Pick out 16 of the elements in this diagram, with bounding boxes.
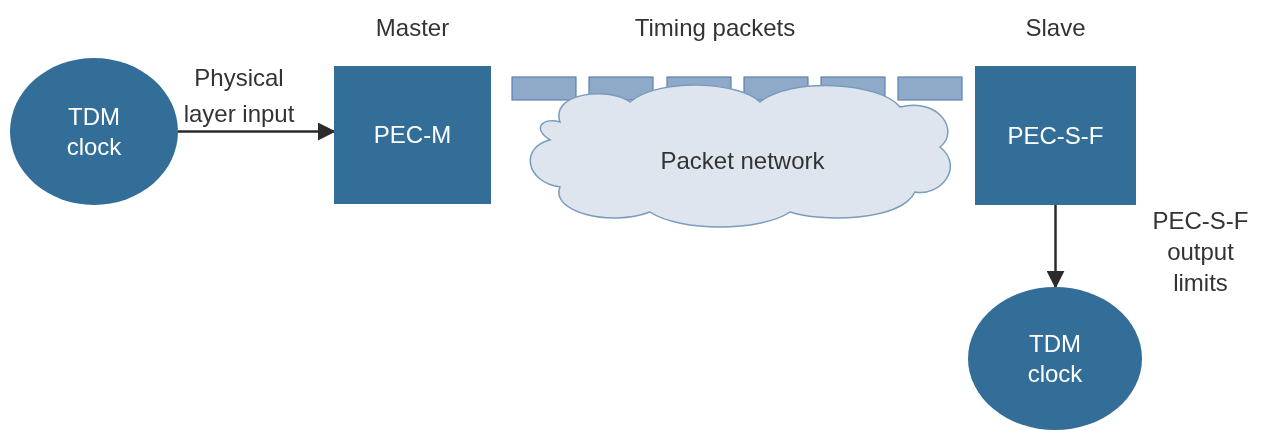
- node-label: TDM clock: [65, 101, 123, 162]
- node-label: PEC-M: [373, 120, 452, 150]
- node-label: PEC-S-F: [1007, 120, 1104, 151]
- arrow: [1046, 205, 1065, 289]
- clock-circle: [968, 287, 1142, 430]
- node-label: Packet network: [660, 146, 825, 176]
- node-label: TDM clock: [1026, 328, 1084, 389]
- edge-label: Physical layer input: [182, 63, 296, 129]
- diagram-label: Timing packets: [633, 13, 797, 43]
- arrow: [178, 122, 336, 141]
- node-caption: Master: [374, 13, 451, 43]
- node-caption: Slave: [1024, 13, 1087, 43]
- edge-label: PEC-S-F output limits: [1151, 206, 1250, 299]
- process-box: [975, 66, 1136, 205]
- clock-circle: [10, 58, 178, 205]
- process-box: [334, 66, 491, 204]
